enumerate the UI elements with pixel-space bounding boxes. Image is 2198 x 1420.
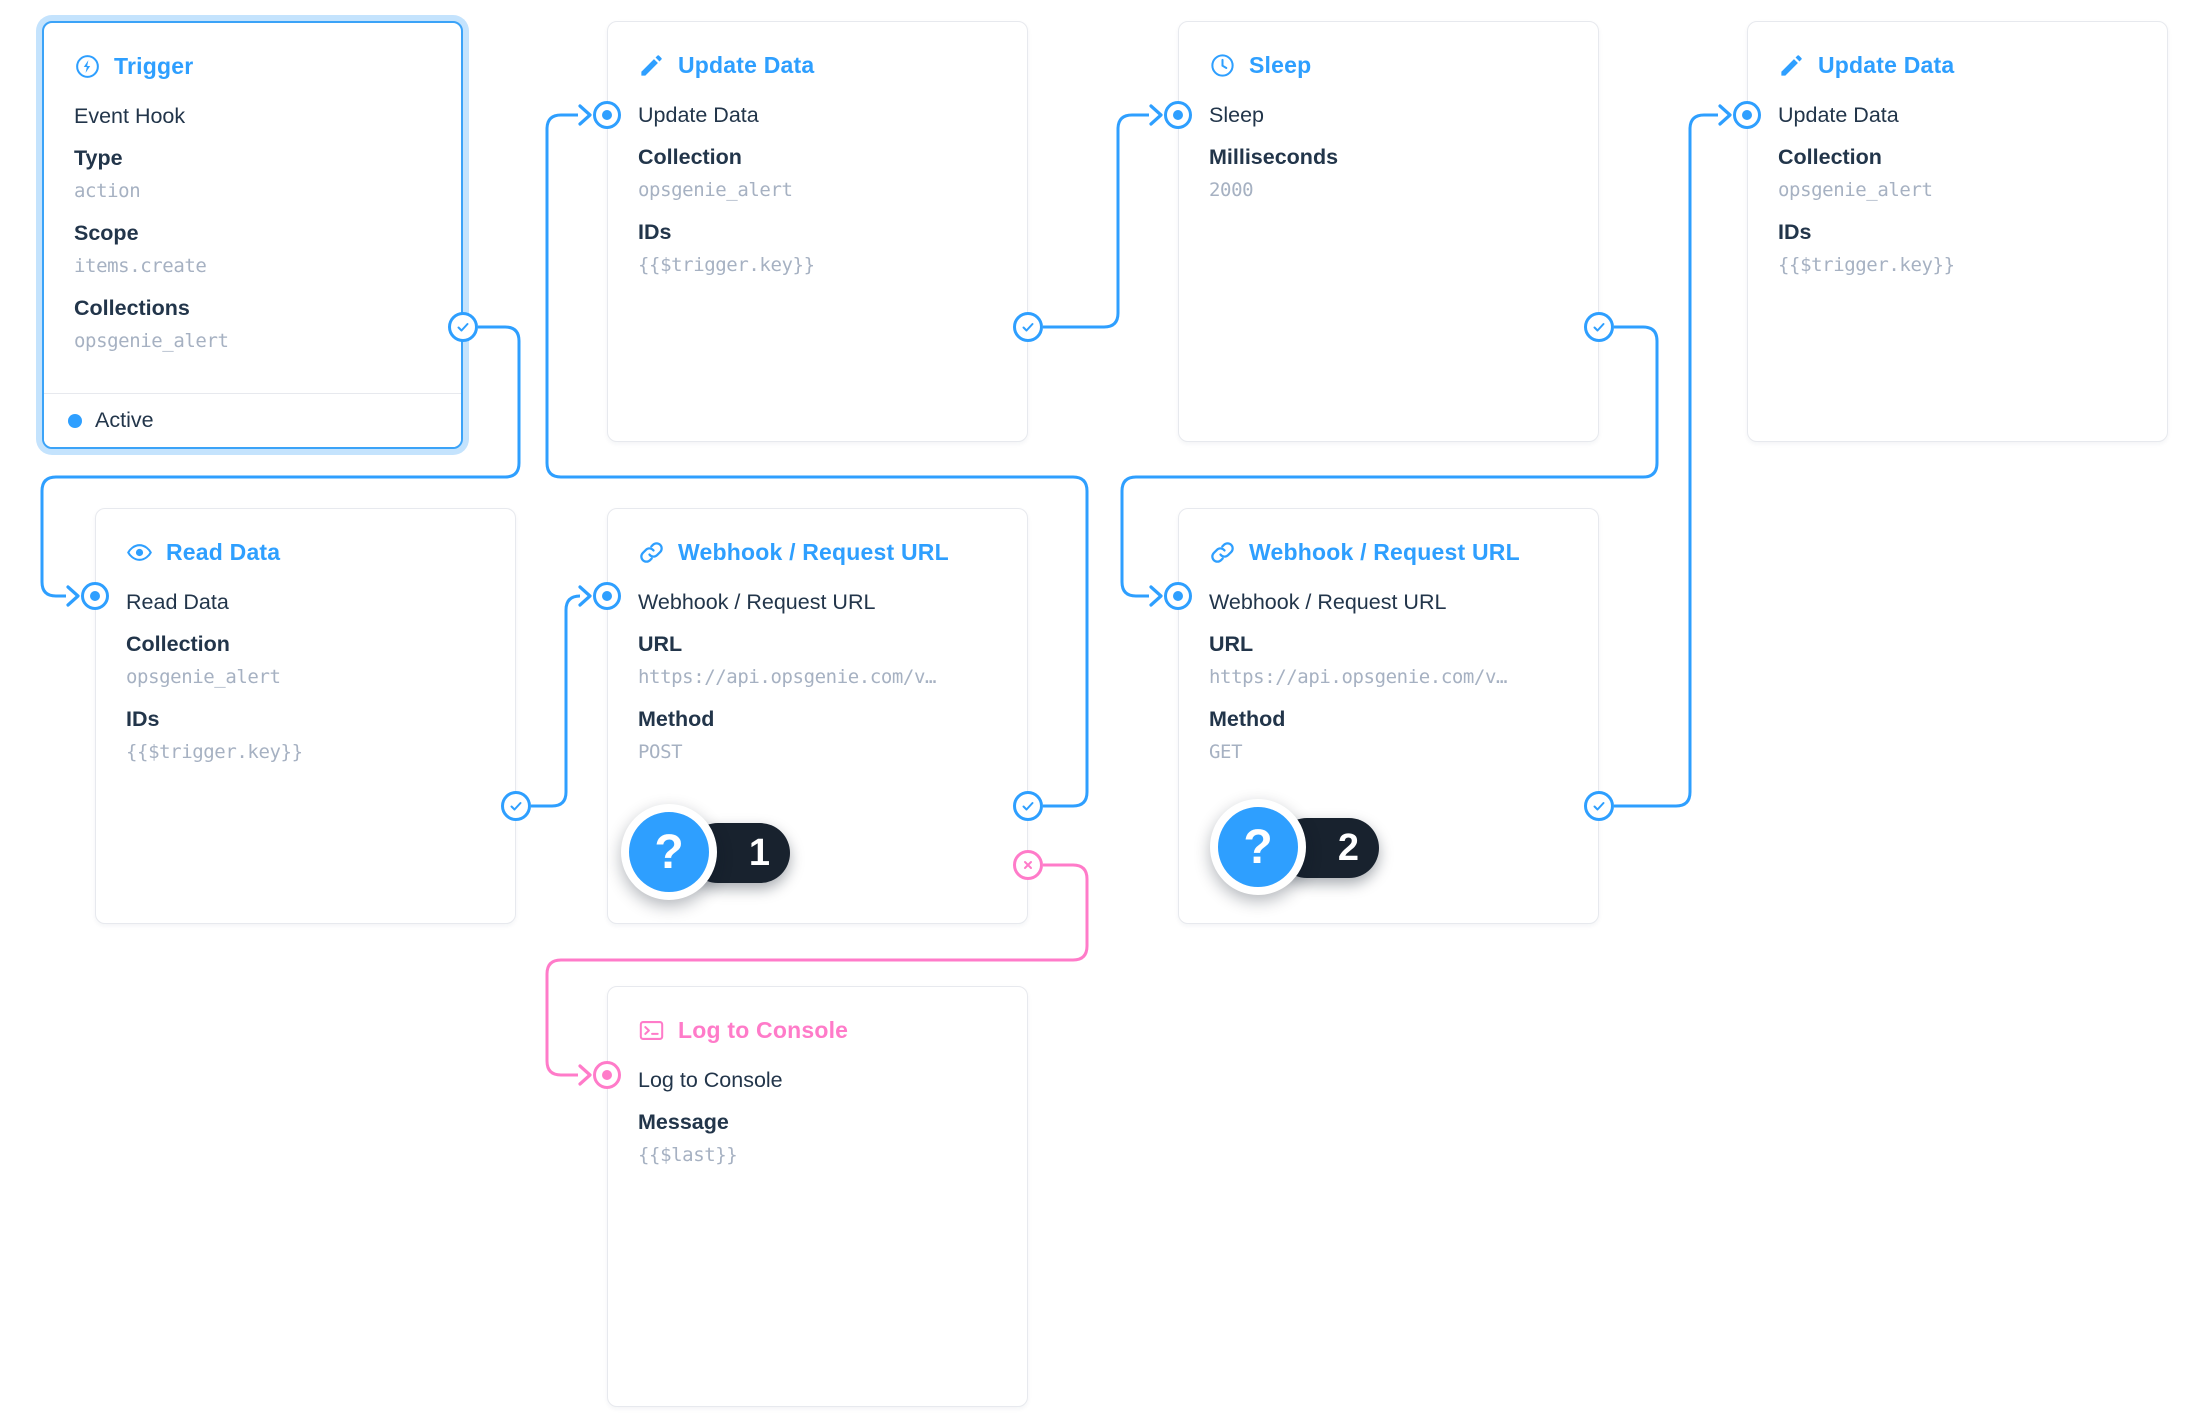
- x-icon: [1024, 861, 1032, 869]
- resolve-port-webhook-2[interactable]: [1584, 791, 1614, 821]
- resolve-port-trigger[interactable]: [448, 312, 478, 342]
- node-update-data-1-header: Update Data: [638, 52, 997, 79]
- resolve-port-read-data[interactable]: [501, 791, 531, 821]
- input-port-sleep[interactable]: [1164, 101, 1192, 129]
- node-update-data-2-header: Update Data: [1778, 52, 2137, 79]
- operation-name: Webhook / Request URL: [1209, 590, 1447, 614]
- input-port-webhook-1[interactable]: [593, 582, 621, 610]
- field-collections: Collections opsgenie_alert: [74, 296, 229, 352]
- resolve-port-webhook-1[interactable]: [1013, 791, 1043, 821]
- edit-icon: [1781, 55, 1802, 76]
- field-method: Method GET: [1209, 707, 1286, 763]
- node-title: Webhook / Request URL: [1249, 539, 1520, 565]
- field-milliseconds: Milliseconds 2000: [1209, 145, 1339, 201]
- field-scope: Scope items.create: [74, 221, 207, 277]
- operation-name: Webhook / Request URL: [638, 590, 876, 614]
- node-log-to-console-header: Log to Console: [638, 1017, 997, 1044]
- field-url: URL https://api.opsgenie.com/v…: [1209, 632, 1508, 688]
- operation-name: Update Data: [1778, 103, 1899, 127]
- node-title: Webhook / Request URL: [678, 539, 949, 565]
- connection-read-data-to-webhook-1: [531, 594, 581, 808]
- node-trigger[interactable]: Trigger Event Hook Type action Scope ite…: [42, 21, 463, 449]
- operation-name: Sleep: [1209, 103, 1264, 127]
- node-title: Log to Console: [678, 1017, 849, 1043]
- node-read-data-header: Read Data: [126, 539, 485, 566]
- node-webhook-1-header: Webhook / Request URL: [638, 539, 997, 566]
- question-mark-icon: ?: [1210, 799, 1306, 895]
- operation-name: Log to Console: [638, 1068, 783, 1092]
- terminal-icon: [639, 1021, 664, 1040]
- field-method: Method POST: [638, 707, 715, 763]
- node-sleep-header: Sleep: [1209, 52, 1568, 79]
- node-read-data[interactable]: Read Data Read Data Collection opsgenie_…: [95, 508, 516, 924]
- trigger-status: Active: [44, 393, 461, 447]
- operation-name: Read Data: [126, 590, 229, 614]
- operation-name: Event Hook: [74, 104, 186, 128]
- node-sleep[interactable]: Sleep Sleep Milliseconds 2000: [1178, 21, 1599, 442]
- reject-port-webhook-1[interactable]: [1013, 850, 1043, 880]
- check-icon: [1022, 323, 1034, 332]
- field-type: Type action: [74, 146, 141, 202]
- connection-update-data-1-to-sleep: [1043, 113, 1149, 329]
- field-url: URL https://api.opsgenie.com/v…: [638, 632, 937, 688]
- node-trigger-header: Trigger: [74, 53, 431, 80]
- arrow-into-log-to-console: [578, 1064, 592, 1086]
- eye-icon: [127, 544, 152, 561]
- check-icon: [1593, 323, 1605, 332]
- input-port-update-data-2[interactable]: [1733, 101, 1761, 129]
- input-port-update-data-1[interactable]: [593, 101, 621, 129]
- bolt-circle-icon: [76, 55, 99, 78]
- check-icon: [457, 323, 469, 332]
- resolve-port-sleep[interactable]: [1584, 312, 1614, 342]
- input-port-read-data[interactable]: [81, 582, 109, 610]
- question-mark-icon: ?: [621, 804, 717, 900]
- node-title: Update Data: [1818, 52, 1955, 78]
- resolve-port-update-data-1[interactable]: [1013, 312, 1043, 342]
- edit-icon: [641, 55, 662, 76]
- node-webhook-2-header: Webhook / Request URL: [1209, 539, 1568, 566]
- check-icon: [1593, 802, 1605, 811]
- arrow-into-update-data-2: [1718, 104, 1732, 126]
- arrow-into-webhook-2: [1149, 585, 1163, 607]
- arrow-into-update-data-1: [578, 104, 592, 126]
- field-message: Message {{$last}}: [638, 1110, 738, 1166]
- arrow-into-sleep: [1149, 104, 1163, 126]
- check-icon: [510, 802, 522, 811]
- arrow-into-read-data: [66, 585, 80, 607]
- node-title: Read Data: [166, 539, 281, 565]
- field-collection: Collection opsgenie_alert: [126, 632, 281, 688]
- check-icon: [1022, 802, 1034, 811]
- node-title: Sleep: [1249, 52, 1312, 78]
- node-log-to-console[interactable]: Log to Console Log to Console Message {{…: [607, 986, 1028, 1407]
- arrow-into-webhook-1: [578, 585, 592, 607]
- clock-icon: [1211, 54, 1234, 77]
- node-update-data-2[interactable]: Update Data Update Data Collection opsge…: [1747, 21, 2168, 442]
- node-title: Trigger: [114, 53, 194, 79]
- operation-name: Update Data: [638, 103, 759, 127]
- input-port-log-to-console[interactable]: [593, 1061, 621, 1089]
- field-ids: IDs {{$trigger.key}}: [1778, 220, 1955, 276]
- input-port-webhook-2[interactable]: [1164, 582, 1192, 610]
- field-ids: IDs {{$trigger.key}}: [126, 707, 303, 763]
- field-collection: Collection opsgenie_alert: [1778, 145, 1933, 201]
- node-update-data-1[interactable]: Update Data Update Data Collection opsge…: [607, 21, 1028, 442]
- connection-webhook-2-to-update-data-2: [1614, 113, 1718, 808]
- node-title: Update Data: [678, 52, 815, 78]
- status-label: Active: [95, 408, 154, 432]
- status-dot: [68, 413, 82, 428]
- field-collection: Collection opsgenie_alert: [638, 145, 793, 201]
- link-icon: [640, 542, 663, 563]
- link-icon: [1211, 542, 1234, 563]
- field-ids: IDs {{$trigger.key}}: [638, 220, 815, 276]
